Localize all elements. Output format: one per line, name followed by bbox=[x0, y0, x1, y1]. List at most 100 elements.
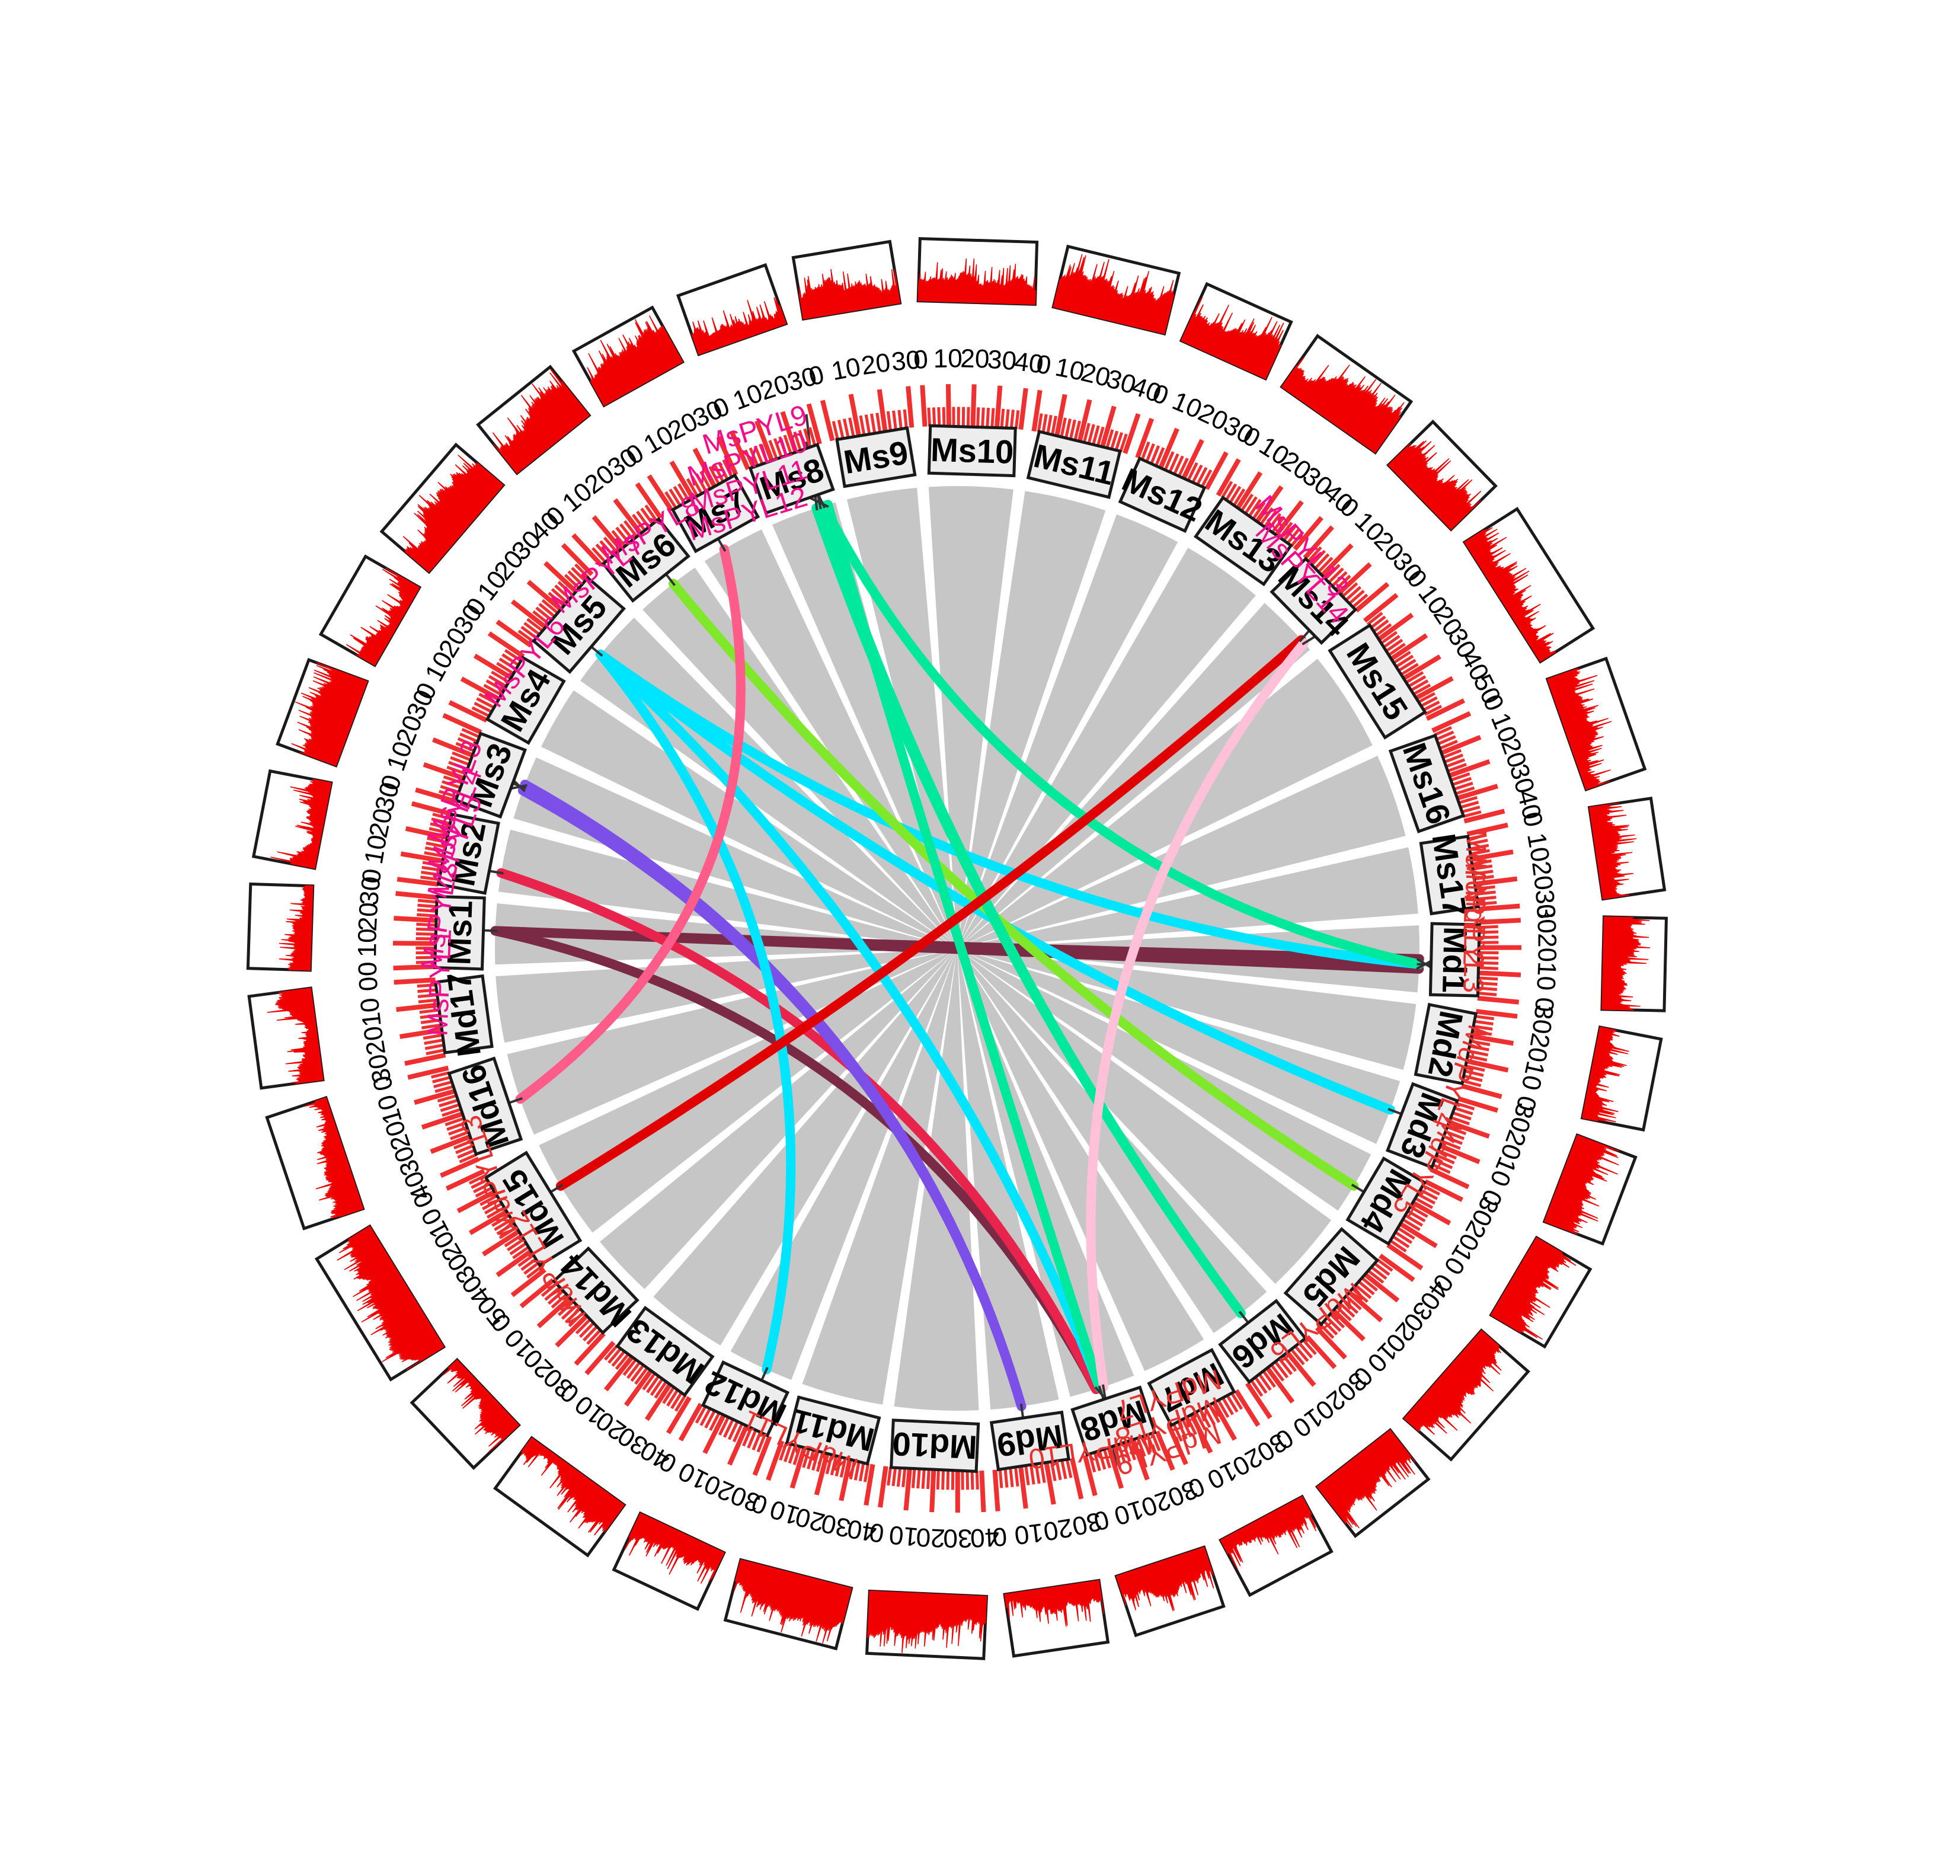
synteny-ribbon-MsPYL12-MdPYL8[interactable] bbox=[823, 500, 1105, 1393]
chromosome-label-box-Ms2[interactable]: Ms2 bbox=[436, 812, 500, 895]
chromosome-sector-Md3[interactable] bbox=[957, 948, 1401, 1144]
ruler-tick bbox=[1236, 471, 1263, 509]
ruler-tick bbox=[557, 581, 574, 596]
ruler-tick bbox=[744, 449, 754, 468]
chromosome-label-box-Md9[interactable]: Md9 bbox=[989, 1410, 1071, 1472]
ruler-tick bbox=[417, 899, 437, 904]
ruler-tick bbox=[779, 1442, 788, 1461]
ruler-tick bbox=[1411, 679, 1429, 692]
synteny-ribbon-MsPYL13-MdPYL12[interactable] bbox=[555, 635, 1306, 1191]
ruler-tick bbox=[1444, 753, 1464, 763]
gene-density-histogram-Ms2 bbox=[251, 769, 333, 870]
ruler-tick bbox=[481, 1229, 520, 1257]
ruler-tick bbox=[1164, 451, 1175, 470]
ruler-tick bbox=[1336, 1306, 1352, 1322]
chromosome-label-box-Md13[interactable]: Md13 bbox=[615, 1306, 715, 1398]
ruler-tick bbox=[1431, 711, 1472, 733]
ruler-tick bbox=[419, 1008, 439, 1014]
density-trace bbox=[443, 1359, 520, 1452]
ruler-tick bbox=[1389, 643, 1406, 656]
synteny-ribbon-MsPYL6-MdPYL4[interactable] bbox=[596, 649, 1395, 1115]
ruler-tick bbox=[575, 1319, 591, 1335]
ruler-tick bbox=[495, 1249, 533, 1277]
ruler-tick-label: 10 bbox=[888, 1520, 919, 1551]
ruler-tick-label: 10 bbox=[829, 352, 863, 386]
chromosome-label-box-Ms9[interactable]: Ms9 bbox=[835, 426, 917, 488]
gene-label-MdPYL2[interactable]: MdPYL2 bbox=[1457, 856, 1492, 967]
chromosome-sector-Ms11[interactable] bbox=[957, 491, 1106, 948]
synteny-ribbon-MsPYL5-MdPYL10[interactable] bbox=[520, 779, 1027, 1411]
chromosome-label-box-Md1[interactable]: Md1 bbox=[1428, 922, 1481, 998]
synteny-ribbon-MsPYL8-MdPYL13[interactable] bbox=[515, 544, 746, 1104]
chromosome-sector-Md15[interactable] bbox=[539, 948, 957, 1233]
ruler-tick bbox=[1372, 619, 1389, 633]
gene-label-MdPYL1[interactable]: MdPYL1 bbox=[1457, 829, 1492, 939]
ruler-tick bbox=[1472, 849, 1514, 861]
chromosome-sector-Ms13[interactable] bbox=[957, 548, 1256, 948]
chromosome-sector-Ms17[interactable] bbox=[957, 847, 1418, 948]
ruler-tick bbox=[1335, 574, 1351, 590]
ruler-tick bbox=[654, 1381, 667, 1399]
synteny-ribbon-MsPYL14-MdPYL9[interactable] bbox=[1086, 638, 1309, 1392]
chromosome-label-box-Ms11[interactable]: Ms11 bbox=[1026, 430, 1122, 499]
chromosome-sector-Md10[interactable] bbox=[894, 948, 979, 1411]
ruler-tick-label: 20 bbox=[960, 344, 990, 373]
chromosome-label-box-Ms17[interactable]: Ms17 bbox=[1419, 830, 1481, 919]
ruler-tick bbox=[445, 1168, 485, 1191]
ruler-tick-label: 10 bbox=[933, 344, 963, 373]
gene-label-MsPYL1[interactable]: MsPYL1 bbox=[422, 928, 458, 1037]
ruler-tick bbox=[1469, 839, 1488, 846]
chromosome-label-box-Md8[interactable]: Md8 bbox=[1070, 1385, 1157, 1457]
chromosome-sector-Ms15[interactable] bbox=[957, 659, 1373, 948]
ruler-tick bbox=[630, 1365, 644, 1382]
ruler-tick bbox=[1278, 1359, 1293, 1376]
ruler-tick bbox=[604, 1356, 634, 1392]
ruler-tick bbox=[756, 1434, 766, 1453]
ruler-tick bbox=[911, 1469, 916, 1488]
ruler-tick bbox=[434, 1085, 454, 1093]
synteny-ribbon-MsPYL6-MdPYL8[interactable] bbox=[596, 649, 1105, 1393]
ruler-tick bbox=[523, 1261, 541, 1275]
ruler-tick bbox=[532, 610, 549, 625]
chromosome-sector-Ms16[interactable] bbox=[957, 756, 1406, 948]
synteny-ribbon-MsPYL6-MdPYL11[interactable] bbox=[596, 649, 796, 1375]
chromosome-label-box-Md10[interactable]: Md10 bbox=[890, 1418, 980, 1473]
chromosome-sector-Ms4[interactable] bbox=[541, 690, 957, 948]
chromosome-sector-Ms12[interactable] bbox=[957, 514, 1178, 948]
ruler-tick bbox=[1088, 1453, 1096, 1473]
ruler-tick bbox=[662, 1386, 675, 1404]
ruler-tick bbox=[1252, 501, 1266, 519]
chromosome-label-box-Ms15[interactable]: Ms15 bbox=[1328, 623, 1427, 740]
ruler-tick bbox=[430, 822, 449, 830]
ruler-tick bbox=[1478, 992, 1497, 996]
ruler-tick bbox=[1432, 1163, 1451, 1174]
chromosome-label-box-Ms12[interactable]: Ms12 bbox=[1115, 456, 1210, 533]
chromosome-label-box-Md17[interactable]: Md17 bbox=[433, 969, 494, 1059]
synteny-ribbon-MsPYL11-MdPYL2[interactable] bbox=[819, 501, 1424, 969]
chromosome-label-box-Ms13[interactable]: Ms13 bbox=[1194, 496, 1293, 587]
ruler-tick bbox=[526, 580, 562, 611]
chromosome-sector-Md7[interactable] bbox=[957, 948, 1204, 1371]
ruler-tick bbox=[519, 1278, 555, 1309]
gene-label-MdPYL3[interactable]: MdPYL3 bbox=[1457, 884, 1492, 994]
chromosome-sector-Ms7[interactable] bbox=[704, 529, 957, 948]
synteny-ribbon-MsPYL6-MdPYL2[interactable] bbox=[596, 649, 1424, 969]
chromosome-label-box-Ms10[interactable]: Ms10 bbox=[927, 424, 1017, 478]
ruler-tick bbox=[1279, 522, 1293, 539]
chromosome-sector-Md4[interactable] bbox=[957, 948, 1371, 1211]
ruler-tick bbox=[479, 1194, 498, 1206]
gene-density-histogram-Md15 bbox=[314, 1224, 446, 1382]
chromosome-label-box-Ms1[interactable]: Ms1 bbox=[433, 894, 486, 971]
ruler-tick-label: 20 bbox=[358, 1024, 391, 1057]
chromosome-sector-Md11[interactable] bbox=[802, 948, 957, 1405]
chromosome-label-box-Ms3[interactable]: Ms3 bbox=[453, 731, 527, 819]
chromosome-sector-Md13[interactable] bbox=[653, 948, 957, 1346]
chromosome-sector-Md14[interactable] bbox=[600, 948, 957, 1289]
chromosome-sector-Ms3[interactable] bbox=[513, 757, 957, 948]
ruler-tick bbox=[875, 413, 881, 432]
ruler-tick bbox=[420, 1018, 440, 1024]
ruler-tick bbox=[686, 478, 698, 496]
chromosome-sector-Md5[interactable] bbox=[957, 948, 1332, 1284]
ruler-tick bbox=[1435, 730, 1454, 741]
chromosome-label-box-Md2[interactable]: Md2 bbox=[1414, 1002, 1478, 1085]
